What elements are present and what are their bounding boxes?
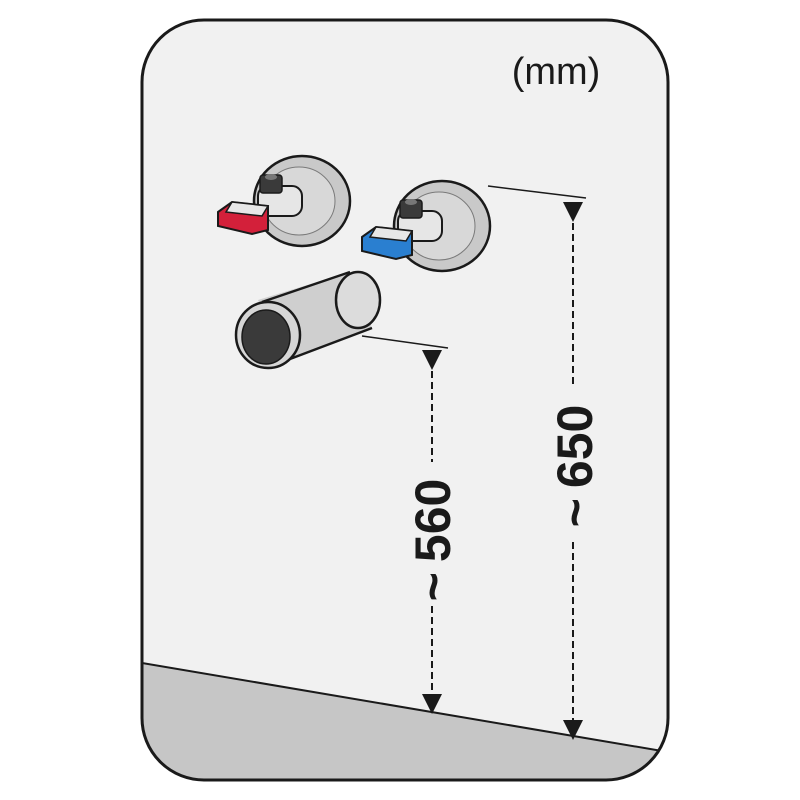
unit-label: (mm) [512,51,601,93]
valve-extension-line [487,185,587,199]
frame [140,18,670,782]
drain-approx-symbol: ~ [405,572,461,601]
valve-height-value: 650 [547,405,603,488]
drain-extension-line [361,335,449,349]
cold-water-valve-icon [361,179,492,273]
drain-height-dimension: ~560 [405,350,461,714]
wall [142,20,668,780]
drain-height-value: 560 [405,479,461,562]
wall-scene [142,20,668,780]
valve-approx-symbol: ~ [547,498,603,527]
svg-text:~650: ~650 [547,405,603,528]
svg-text:~560: ~560 [405,479,461,602]
hot-water-valve-icon [217,154,352,248]
floor [142,663,668,780]
valve-height-dimension: ~650 [547,202,603,740]
drain-pipe-icon [234,270,382,370]
